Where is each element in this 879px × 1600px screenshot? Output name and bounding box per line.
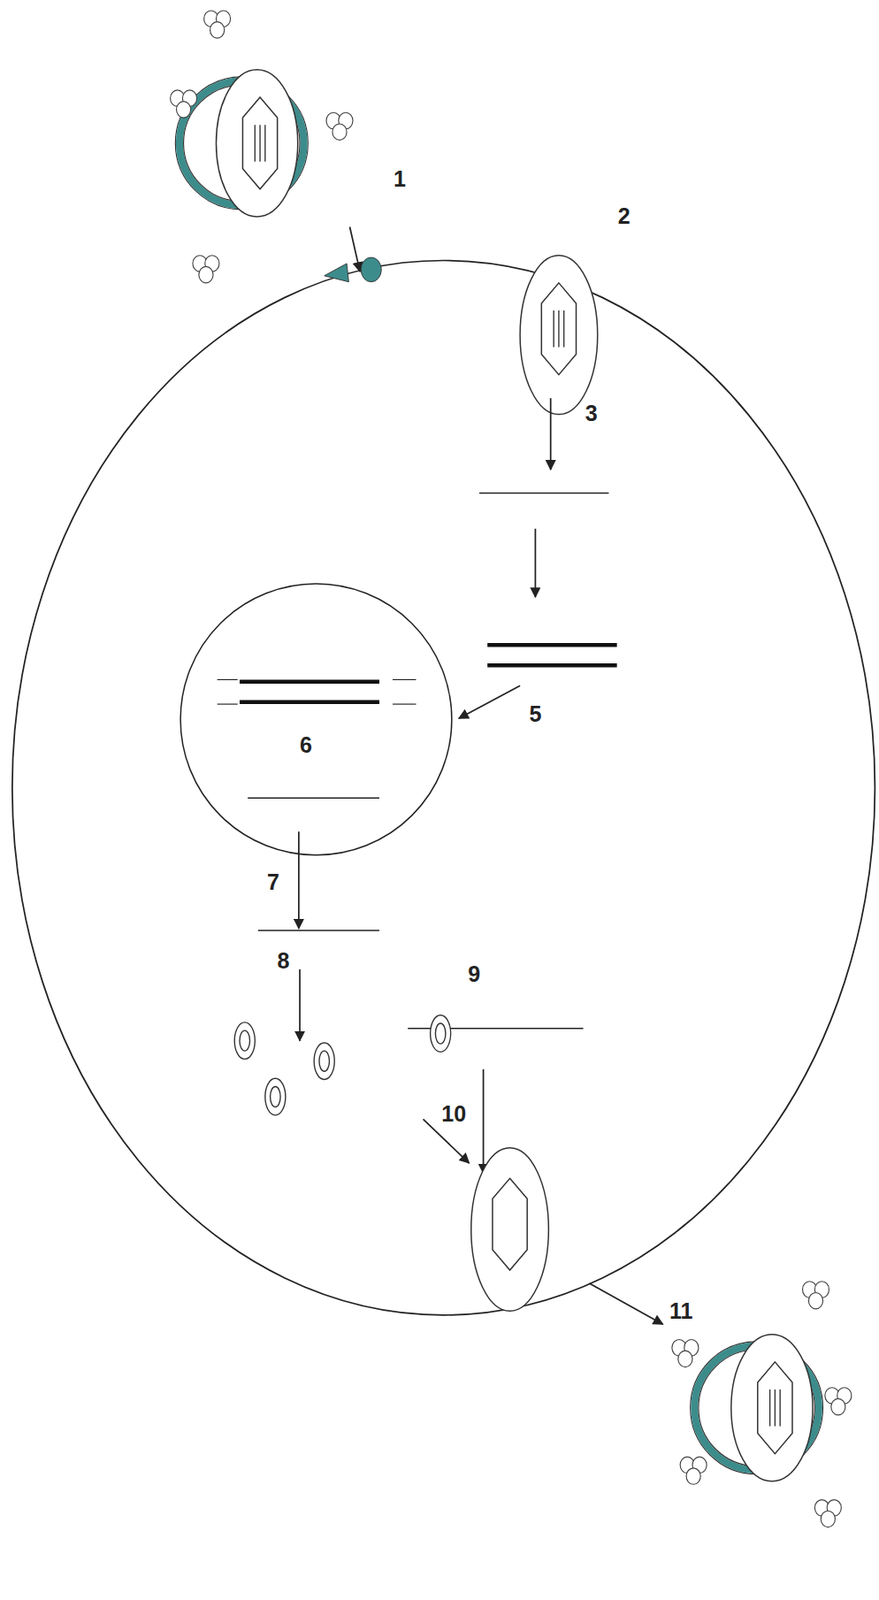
rna-strand [247,796,380,798]
step-arrow [482,1069,485,1174]
host-dna [217,703,238,705]
host-dna [392,703,417,705]
step-arrow [458,685,520,719]
receptor-symbol [360,257,382,283]
host-dna [392,679,417,681]
callout-number: 1 [393,167,406,190]
viral-protein [234,1022,255,1060]
callout-number: 11 [669,1299,693,1322]
step-arrow [535,528,537,597]
released-virion [672,1281,852,1528]
viral-protein [265,1077,286,1116]
callout-number: 6 [299,733,313,756]
rna-strand [258,929,380,931]
integrated-dna [239,699,380,704]
callout-number: 5 [528,703,542,726]
entering-virion [519,255,598,415]
attachment-arrow [350,226,361,272]
step-arrow [423,1118,470,1163]
step-arrow [298,831,300,929]
integrated-dna [239,679,380,684]
callout-number: 3 [585,402,598,425]
dna-strand [487,663,617,668]
step-arrow [550,397,552,470]
host-dna [217,679,238,681]
budding-virion [471,1147,550,1312]
viral-protein [313,1042,335,1080]
callout-number: 8 [277,949,291,972]
nucleus [180,583,452,856]
step-arrow [298,969,301,1041]
rna-strand [479,492,609,494]
dna-strand [487,642,617,648]
callout-number: 9 [467,963,481,986]
cell-membrane [12,259,876,1315]
callout-number: 2 [618,205,631,228]
callout-number: 10 [441,1102,467,1125]
callout-number: 7 [267,871,280,894]
viral-protein [430,1015,451,1053]
release-arrow [589,1283,664,1324]
free-virion [170,10,353,283]
receptor-symbol [324,263,350,283]
